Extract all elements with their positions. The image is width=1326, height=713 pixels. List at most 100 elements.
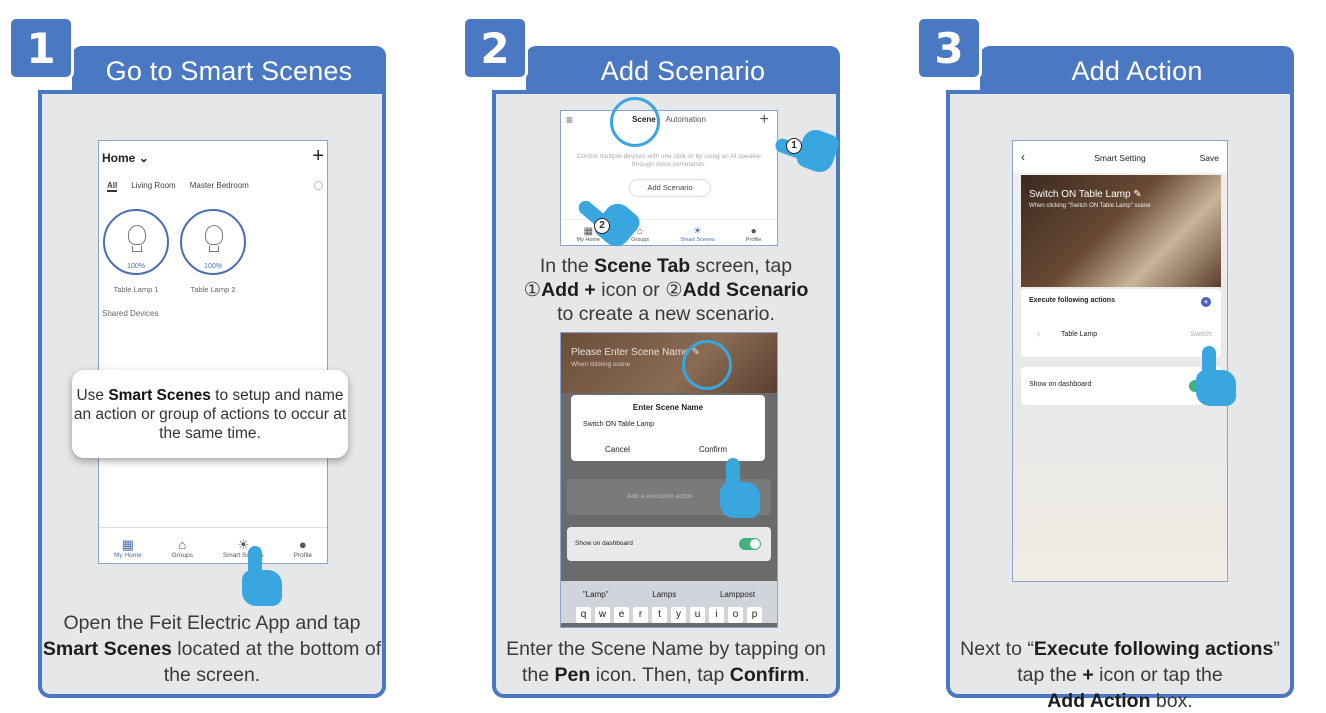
- nav-groups[interactable]: ⌂Groups: [171, 537, 193, 560]
- bottom-nav: ▦My Home ⌂Groups ☀Smart Scenes ●Profile: [561, 219, 777, 245]
- house-icon: ⌂: [178, 537, 187, 552]
- sun-icon: ☀: [237, 537, 250, 552]
- step-3-number: 3: [916, 16, 982, 80]
- scene-name-screen: Please Enter Scene Name ✎ When clicking …: [560, 332, 778, 628]
- scene-photo-subtitle: When clicking scene: [571, 361, 631, 368]
- dashboard-toggle[interactable]: [739, 538, 761, 550]
- step-3-caption: Next to “Execute following actions” tap …: [960, 638, 1280, 712]
- sun-icon: ☀: [693, 226, 702, 237]
- step-2-title: Add Scenario: [526, 46, 840, 92]
- scene-name[interactable]: Switch ON Table Lamp ✎: [1029, 189, 1142, 200]
- hand-pointer-icon: [232, 546, 284, 608]
- step-2-panel: Add Scenario ≡ Scene Automation + Contro…: [462, 16, 842, 698]
- callout-number-2: 2: [594, 218, 610, 234]
- scene-name-placeholder[interactable]: Please Enter Scene Name ✎: [571, 347, 701, 358]
- key[interactable]: t: [652, 607, 667, 623]
- scene-photo: Switch ON Table Lamp ✎ When clicking "Sw…: [1021, 175, 1221, 287]
- add-device-plus-icon[interactable]: +: [312, 145, 324, 167]
- show-dashboard-label: Show on dashboard: [575, 540, 633, 547]
- cancel-button[interactable]: Cancel: [605, 445, 630, 454]
- key[interactable]: o: [728, 607, 743, 623]
- smart-setting-title: Smart Setting: [1094, 153, 1146, 163]
- bottom-nav: ▦My Home ⌂Groups ☀Smart Scenes ●Profile: [99, 527, 327, 563]
- home-screen: Home ⌄ + All Living Room Master Bedroom …: [98, 140, 328, 564]
- step-1-body: Home ⌄ + All Living Room Master Bedroom …: [38, 90, 386, 698]
- key[interactable]: p: [747, 607, 762, 623]
- tab-living-room[interactable]: Living Room: [131, 181, 176, 190]
- execute-actions-card[interactable]: Execute following actions + ♀ Table Lamp…: [1021, 289, 1221, 357]
- device-state: Switch:: [1190, 331, 1213, 338]
- show-dashboard-card: Show on dashboard: [567, 527, 771, 561]
- bulb-icon: ♀: [1035, 329, 1042, 339]
- suggestion-1[interactable]: "Lamp": [582, 589, 609, 599]
- profile-icon: ●: [298, 537, 307, 552]
- lamp-1-percent: 100%: [127, 263, 145, 270]
- key[interactable]: u: [690, 607, 705, 623]
- lamp-tile-1[interactable]: 100%: [103, 209, 169, 275]
- nav-my-home[interactable]: ▦My Home: [576, 226, 601, 243]
- lamp-2-percent: 100%: [204, 263, 222, 270]
- bulb-icon: [128, 225, 146, 245]
- bulb-icon: [205, 225, 223, 245]
- scene-tab-highlight: [610, 97, 660, 147]
- step-2-number: 2: [462, 16, 528, 80]
- nav-profile[interactable]: ●Profile: [293, 537, 313, 560]
- menu-icon[interactable]: ≡: [566, 113, 574, 127]
- tab-all[interactable]: All: [107, 181, 118, 192]
- callout-number-1: 1: [786, 138, 802, 154]
- key[interactable]: q: [576, 607, 591, 623]
- save-button[interactable]: Save: [1199, 153, 1219, 163]
- nav-smart-scenes[interactable]: ☀Smart Scenes: [222, 537, 264, 560]
- house-icon: ⌂: [637, 226, 644, 237]
- nav-groups[interactable]: ⌂Groups: [631, 226, 650, 243]
- key[interactable]: e: [614, 607, 629, 623]
- step-1-title: Go to Smart Scenes: [72, 46, 386, 92]
- scene-name-input[interactable]: Switch ON Table Lamp: [583, 421, 655, 428]
- step-3-body: ‹ Smart Setting Save Switch ON Table Lam…: [946, 90, 1294, 712]
- scene-automation-tabs: Scene Automation: [561, 115, 777, 124]
- dialog-title: Enter Scene Name: [632, 403, 704, 412]
- back-icon[interactable]: ‹: [1021, 150, 1025, 164]
- confirm-button[interactable]: Confirm: [699, 445, 728, 454]
- add-scenario-button[interactable]: Add Scenario: [629, 179, 711, 197]
- key[interactable]: y: [671, 607, 686, 623]
- lamp-2-name: Table Lamp 2: [190, 285, 236, 294]
- tab-automation[interactable]: Automation: [665, 115, 706, 124]
- execute-actions-label: Execute following actions: [1029, 297, 1115, 304]
- tab-master-bedroom[interactable]: Master Bedroom: [189, 181, 249, 190]
- hand-pointer-icon: [1186, 346, 1238, 408]
- nav-my-home[interactable]: ▦My Home: [113, 537, 142, 560]
- add-action-plus-icon[interactable]: +: [1201, 297, 1211, 307]
- add-plus-icon[interactable]: +: [759, 111, 769, 128]
- lamp-tile-2[interactable]: 100%: [180, 209, 246, 275]
- chevron-down-icon: ⌄: [138, 151, 149, 165]
- suggestion-3[interactable]: Lamppost: [719, 589, 756, 599]
- gear-icon[interactable]: [314, 181, 323, 190]
- step-3-panel: Add Action ‹ Smart Setting Save Switch O…: [916, 16, 1294, 712]
- grid-icon: ▦: [121, 537, 134, 552]
- key[interactable]: i: [709, 607, 724, 623]
- smart-setting-screen: ‹ Smart Setting Save Switch ON Table Lam…: [1012, 140, 1228, 582]
- nav-smart-scenes[interactable]: ☀Smart Scenes: [680, 226, 715, 243]
- hand-pointer-icon: [768, 116, 844, 186]
- key[interactable]: w: [595, 607, 610, 623]
- step-1-panel: Go to Smart Scenes Home ⌄ + All Living R…: [8, 16, 386, 698]
- step-1-caption: Open the Feit Electric App and tap Smart…: [42, 612, 382, 686]
- scene-description: Control multiple devices with one click …: [576, 153, 762, 168]
- pen-icon[interactable]: ✎: [1133, 189, 1142, 200]
- add-action-label: Add a execution action: [627, 493, 693, 500]
- home-dropdown[interactable]: Home ⌄: [102, 151, 149, 165]
- step-1-number: 1: [8, 16, 74, 80]
- key[interactable]: r: [633, 607, 648, 623]
- hand-pointer-icon: [710, 458, 762, 520]
- profile-icon: ●: [750, 226, 757, 237]
- nav-profile[interactable]: ●Profile: [745, 226, 762, 243]
- room-tabs: All Living Room Master Bedroom: [107, 181, 249, 192]
- step-3-title: Add Action: [980, 46, 1294, 92]
- suggestion-2[interactable]: Lamps: [652, 589, 677, 599]
- step-2-body: ≡ Scene Automation + Control multiple de…: [492, 90, 842, 698]
- smart-scenes-callout: Use Smart Scenes to setup and name an ac…: [72, 370, 348, 458]
- lamp-1-name: Table Lamp 1: [113, 285, 159, 294]
- pen-icon-highlight: [682, 340, 732, 390]
- grid-icon: ▦: [583, 226, 594, 237]
